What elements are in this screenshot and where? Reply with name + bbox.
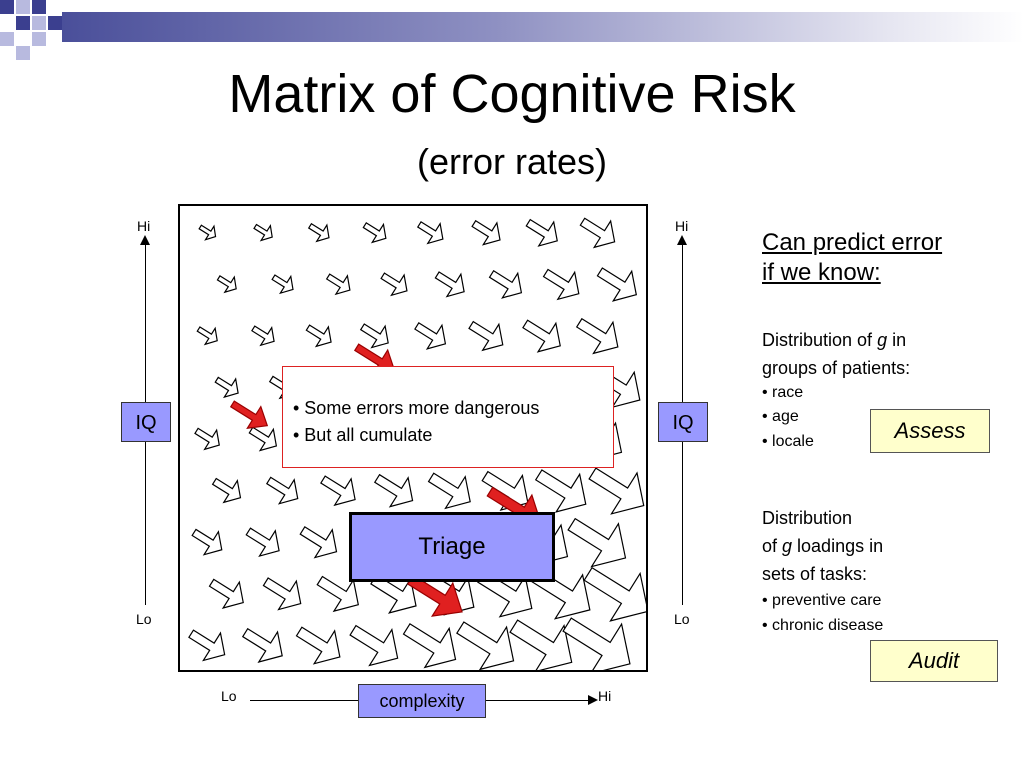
risk-arrow [359,323,389,349]
slide-subtitle: (error rates) [416,141,608,182]
risk-arrow [320,475,356,507]
right-axis-hi-label: Hi [675,218,689,234]
risk-arrow [248,426,278,452]
risk-arrow [251,325,275,347]
risk-arrow [534,469,587,513]
risk-arrow [362,222,387,244]
risk-arrow [245,527,280,558]
right-iq-label: IQ [658,402,708,442]
danger-arrow [406,574,463,617]
group2-line: sets of tasks: [762,564,868,584]
left-axis-lo-label: Lo [136,611,152,627]
risk-arrow [471,219,501,246]
triage-box: Triage [349,512,555,582]
risk-arrow [191,528,223,556]
bottom-axis-lo-label: Lo [221,688,237,704]
risk-arrow [596,267,638,302]
risk-arrow [456,621,515,670]
risk-arrow [370,574,417,614]
risk-arrow [271,274,294,295]
group1-line: groups of patients: [762,358,911,378]
risk-arrow [567,517,627,568]
group1-bullet: • locale [762,433,814,450]
group1-bullet: • age [762,408,799,425]
callout-line: • But all cumulate [293,425,433,445]
group2-line: of g loadings in [762,536,884,556]
risk-arrow [522,319,561,353]
risk-arrow [198,224,217,241]
risk-arrow [380,272,408,297]
slide-corner-decoration [0,0,62,60]
risk-arrow [262,577,302,611]
risk-arrow [488,269,523,299]
risk-arrow [434,271,465,298]
risk-arrow [299,526,338,559]
risk-arrow [208,578,244,609]
complexity-label: complexity [358,684,486,718]
risk-arrow [316,575,359,613]
group2-bullet: • chronic disease [762,617,884,634]
risk-arrow [216,275,237,294]
risk-arrow [542,268,580,301]
left-iq-label: IQ [121,402,171,442]
risk-arrow [295,626,341,665]
group1-line: Distribution of g in [762,330,907,350]
group2-line: Distribution [762,508,853,528]
risk-arrow [588,467,645,515]
risk-arrow [416,221,444,245]
assess-tag: Assess [870,409,990,453]
risk-arrow [194,427,220,451]
prediction-heading-line: Can predict error [762,229,943,256]
risk-arrow [305,324,332,348]
left-axis-hi-label: Hi [137,218,151,234]
risk-arrow [583,566,646,622]
risk-arrow [307,222,330,243]
group1-bullet: • race [762,384,804,401]
slide-header-band [62,12,1024,42]
risk-arrow [575,317,619,355]
risk-arrow [214,376,239,399]
risk-arrow [427,472,471,510]
risk-arrow [349,624,399,667]
risk-arrow [188,629,226,662]
risk-arrow [525,218,558,247]
risk-arrow [402,623,457,669]
callout-line: • Some errors more dangerous [293,398,540,418]
audit-tag: Audit [870,640,998,682]
risk-arrow [477,570,533,618]
bottom-axis-hi-label: Hi [598,688,612,704]
callout-box: • Some errors more dangerous • But all c… [282,366,614,468]
risk-arrow [579,217,616,249]
prediction-heading: Can predict error if we know: [762,228,942,288]
risk-arrow [253,223,273,242]
prediction-heading-line: if we know: [762,259,881,286]
group2-bullet: • preventive care [762,592,882,609]
slide-title: Matrix of Cognitive Risk [228,64,796,124]
right-axis-lo-label: Lo [674,611,690,627]
risk-arrow [196,326,218,346]
danger-arrow [229,400,269,429]
risk-arrow [468,320,504,352]
risk-arrow [265,476,299,505]
risk-arrow [373,473,414,508]
risk-arrow [241,627,283,663]
risk-arrow [325,273,351,296]
risk-arrow [562,617,631,670]
risk-arrow [509,619,573,670]
risk-arrow [414,322,447,350]
risk-arrow [211,477,242,504]
